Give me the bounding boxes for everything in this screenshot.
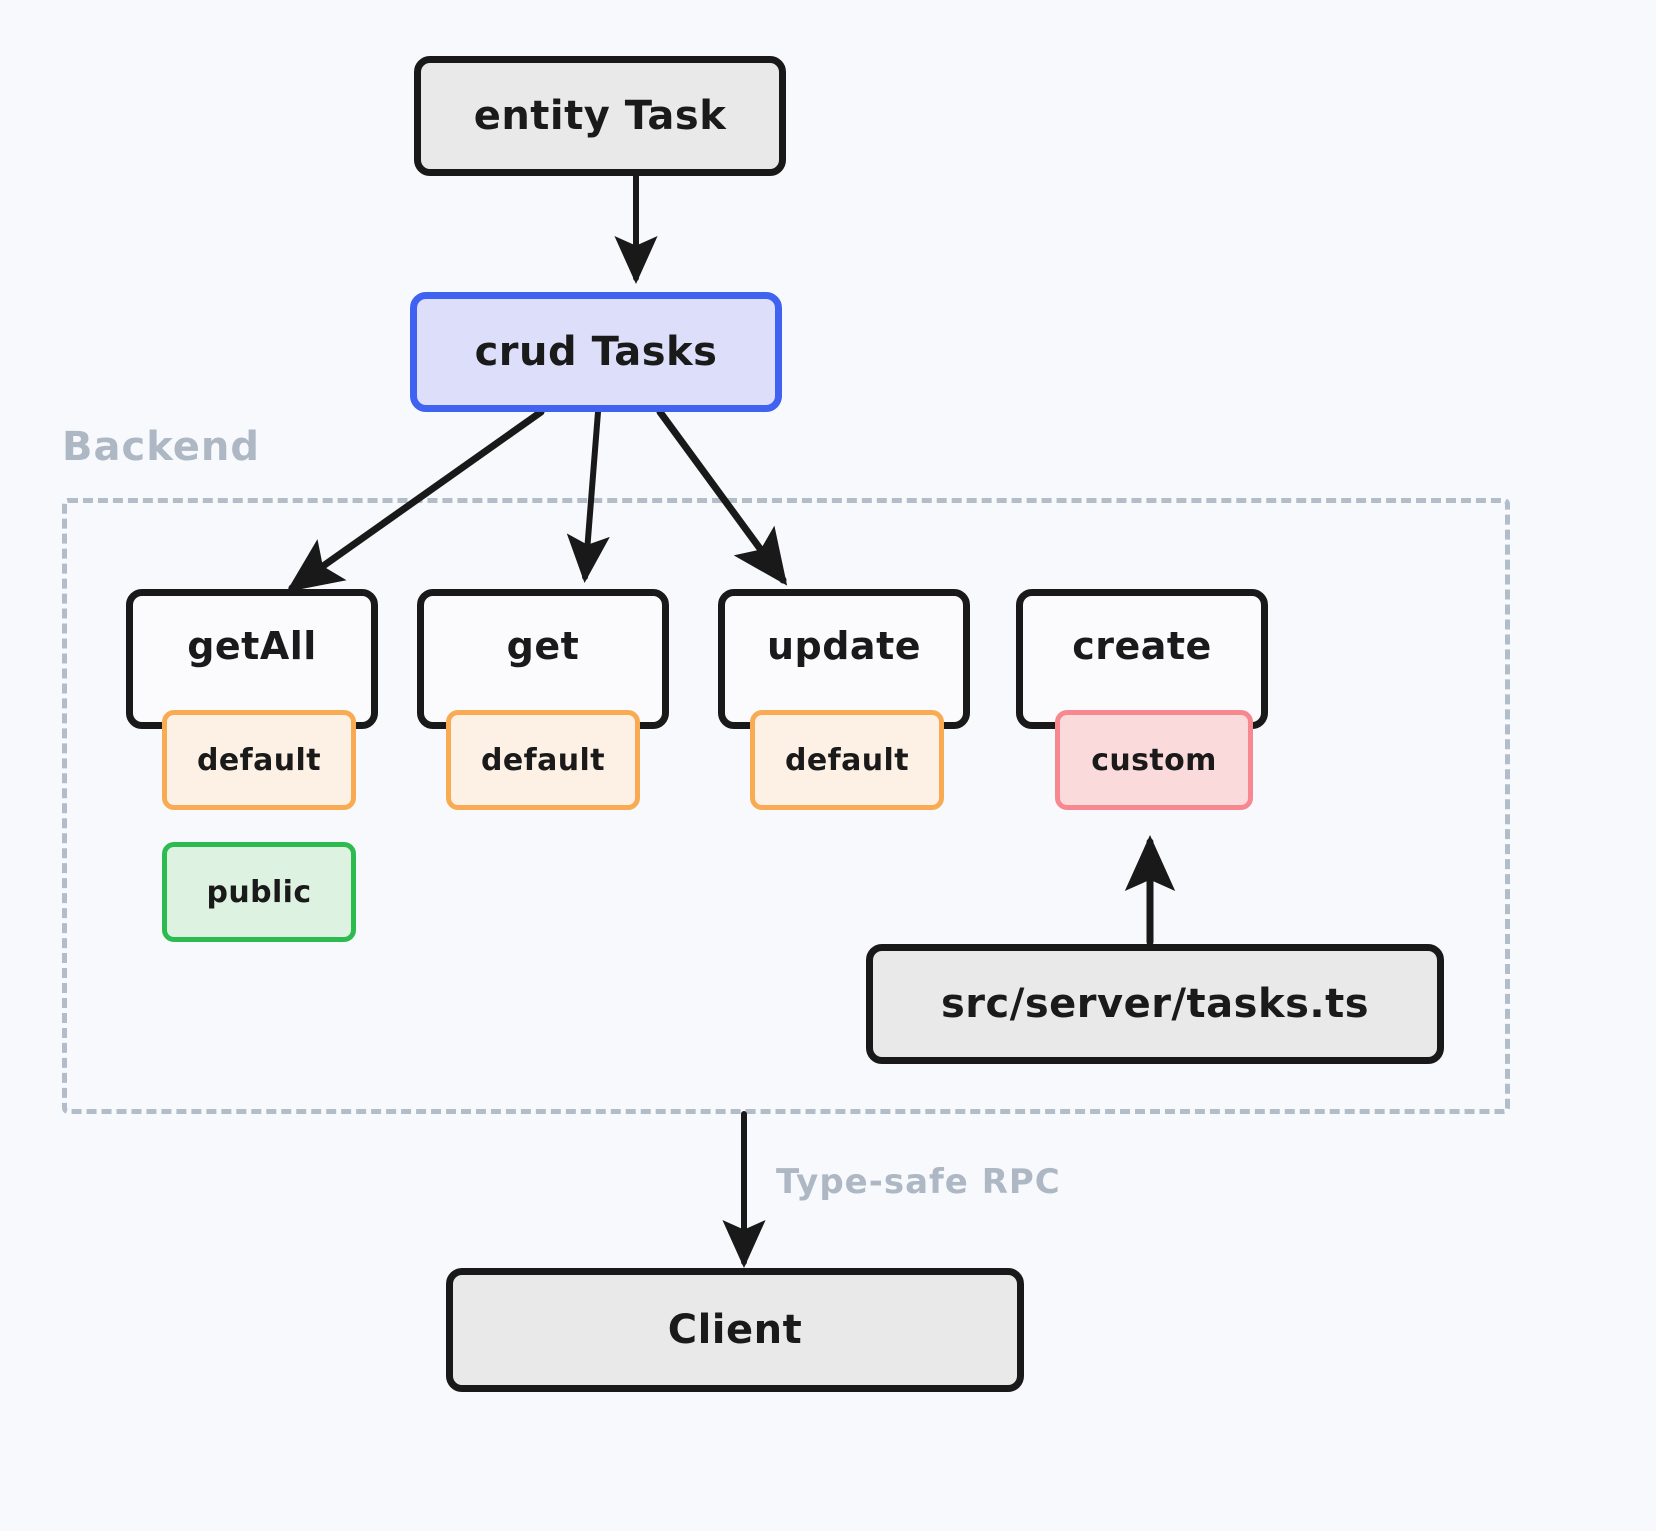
badge-get-default[interactable]: default — [446, 710, 640, 810]
group-label-backend: Backend — [62, 424, 260, 470]
node-crud-tasks-label: crud Tasks — [474, 329, 718, 375]
badge-getall-public-label: public — [206, 874, 312, 910]
node-source-file[interactable]: src/server/tasks.ts — [866, 944, 1444, 1064]
node-method-get-label: get — [506, 624, 580, 668]
badge-create-custom[interactable]: custom — [1055, 710, 1253, 810]
badge-create-custom-label: custom — [1091, 742, 1217, 778]
edge-label-type-safe-rpc: Type-safe RPC — [776, 1162, 1061, 1202]
node-method-update-label: update — [766, 624, 922, 668]
node-entity-task-label: entity Task — [473, 93, 727, 139]
badge-update-default[interactable]: default — [750, 710, 944, 810]
badge-update-default-label: default — [785, 742, 909, 778]
node-method-getall-label: getAll — [187, 624, 317, 668]
badge-getall-public[interactable]: public — [162, 842, 356, 942]
badge-getall-default[interactable]: default — [162, 710, 356, 810]
node-client[interactable]: Client — [446, 1268, 1024, 1392]
node-client-label: Client — [667, 1307, 803, 1353]
node-method-update[interactable]: update — [718, 589, 970, 729]
node-method-get[interactable]: get — [417, 589, 669, 729]
node-method-getall[interactable]: getAll — [126, 589, 378, 729]
node-entity-task[interactable]: entity Task — [414, 56, 786, 176]
node-crud-tasks[interactable]: crud Tasks — [410, 292, 782, 412]
badge-get-default-label: default — [481, 742, 605, 778]
node-method-create-label: create — [1072, 624, 1212, 668]
badge-getall-default-label: default — [197, 742, 321, 778]
node-source-file-label: src/server/tasks.ts — [940, 981, 1369, 1027]
node-method-create[interactable]: create — [1016, 589, 1268, 729]
